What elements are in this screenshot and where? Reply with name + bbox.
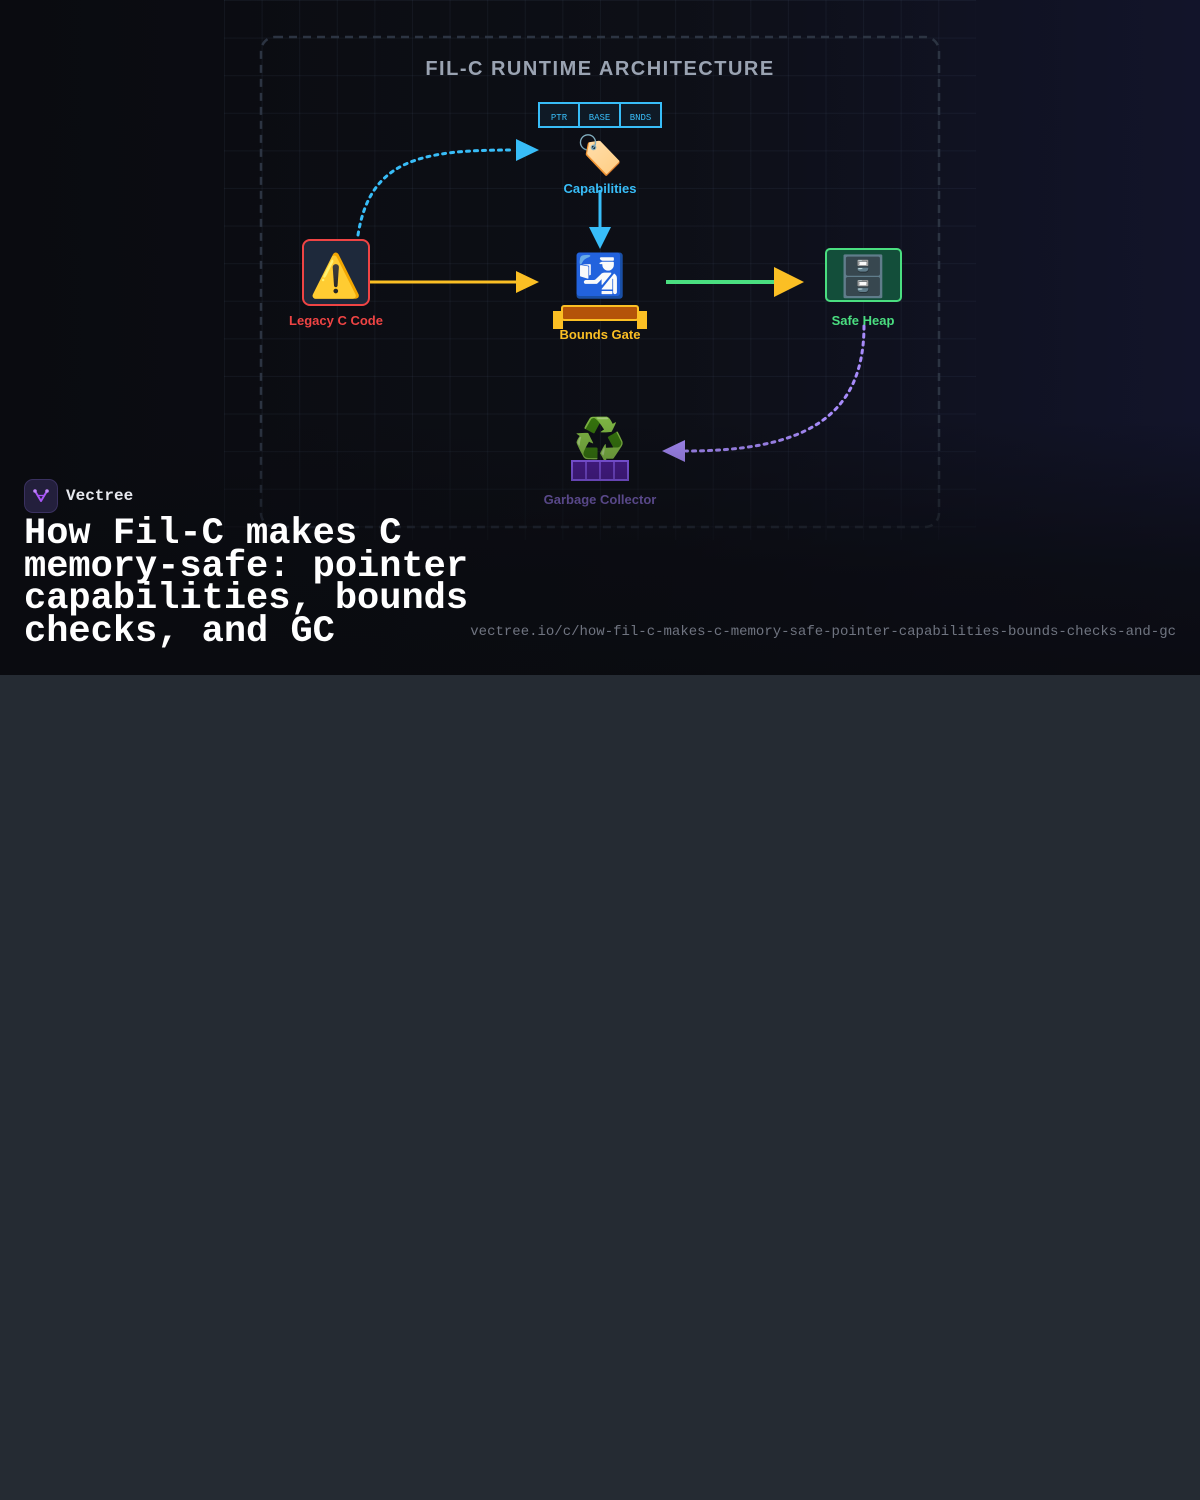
capability-field-base: BASE [589,113,611,123]
diagram-frame [259,35,941,529]
diagram-card: FIL-C RUNTIME ARCHITECTURE [0,0,1200,675]
arrowhead-icon [589,227,611,249]
node-label-gate: Bounds Gate [560,327,641,342]
page-title: How Fil-C makes C memory-safe: pointer c… [24,513,469,653]
edge-gate-to-heap [666,267,804,297]
page-url[interactable]: vectree.io/c/how-fil-c-makes-c-memory-sa… [470,624,1176,640]
gate-barrier [553,305,647,329]
edge-capabilities-to-gate [589,190,611,249]
architecture-diagram: FIL-C RUNTIME ARCHITECTURE [259,35,941,529]
warning-icon: ⚠️ [310,251,362,300]
recycle-icon: ♻️ [574,415,626,464]
edge-legacy-to-capabilities [356,139,539,237]
tag-icon: 🏷️ [576,133,623,177]
node-capabilities: PTR BASE BNDS 🏷️ Capabilities [538,102,662,196]
brand-name: Vectree [66,487,134,505]
node-label-capabilities: Capabilities [564,181,637,196]
node-bounds-gate: 🛂 Bounds Gate [553,251,647,342]
edge-heap-to-gc [662,324,866,462]
node-label-gc: Garbage Collector [544,492,657,507]
node-label-heap: Safe Heap [832,313,895,328]
node-safe-heap: 🗄️ Safe Heap [825,248,902,328]
arrowhead-icon [662,440,685,462]
capability-fields: PTR BASE BNDS [538,102,662,128]
node-label-legacy: Legacy C Code [289,313,383,328]
capability-field-ptr: PTR [551,113,568,123]
brand: Vectree [24,479,133,513]
node-garbage-collector: ♻️ Garbage Collector [544,415,657,507]
arrowhead-icon [516,271,539,293]
diagram-title: FIL-C RUNTIME ARCHITECTURE [425,58,774,80]
arrowhead-icon [516,139,539,161]
file-cabinet-icon: 🗄️ [838,253,888,300]
edge-legacy-to-gate [370,271,539,293]
guard-icon: 🛂 [574,251,626,300]
vectree-logo-icon [24,479,58,513]
node-legacy-c-code: ⚠️ Legacy C Code [289,239,383,328]
arrowhead-icon [774,267,804,297]
gc-memory-blocks [571,460,629,481]
capability-field-bnds: BNDS [630,113,652,123]
